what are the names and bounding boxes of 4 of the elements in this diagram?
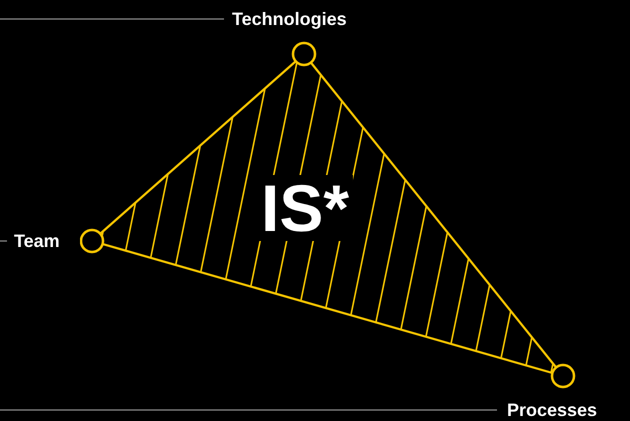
vertex-label: Team xyxy=(14,230,60,252)
triangle-title: IS* xyxy=(256,175,354,241)
vertex-label: Technologies xyxy=(232,8,347,30)
vertex-label: Processes xyxy=(507,399,598,421)
